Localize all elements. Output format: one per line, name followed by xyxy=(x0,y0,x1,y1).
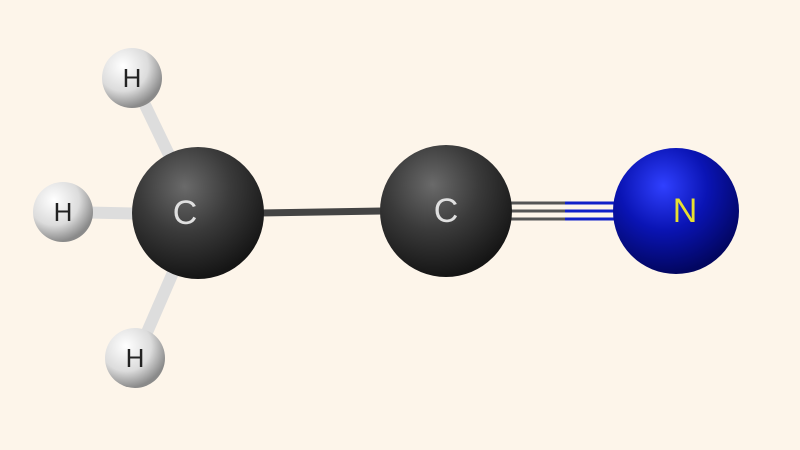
bond-c1-c2 xyxy=(259,207,386,217)
atom-c1: C xyxy=(132,147,264,279)
atom-h1: H xyxy=(102,48,162,108)
atom-label: C xyxy=(434,192,459,230)
atom-label: H xyxy=(126,343,145,373)
atom-c2: C xyxy=(380,145,512,277)
atom-label: C xyxy=(173,194,198,232)
atom-label: H xyxy=(54,197,73,227)
bond-c2-n-triple xyxy=(505,201,620,221)
atom-h2: H xyxy=(33,182,93,242)
atom-n: N xyxy=(613,148,739,274)
atom-h3: H xyxy=(105,328,165,388)
atom-label: N xyxy=(673,192,698,230)
atom-label: H xyxy=(123,63,142,93)
